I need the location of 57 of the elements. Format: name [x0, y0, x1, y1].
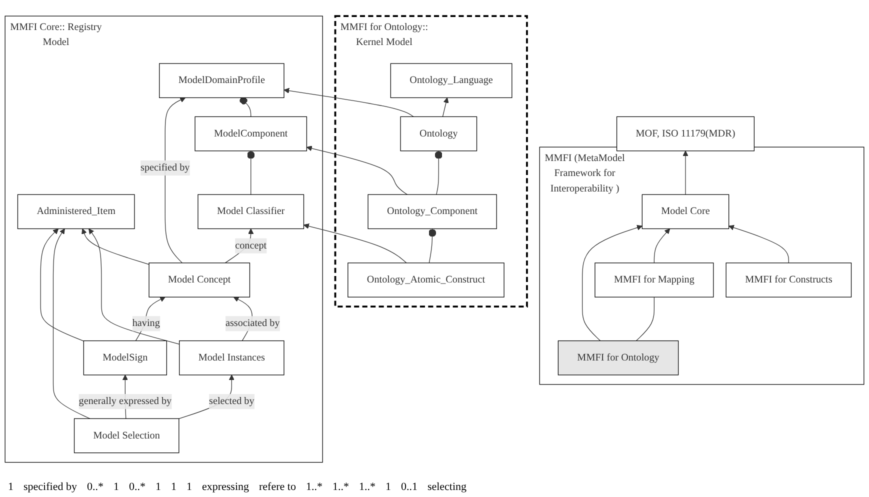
multiplicity-label: 1..* — [332, 481, 349, 493]
connector — [428, 228, 436, 264]
edge-label: selected by — [209, 396, 254, 407]
arrow — [682, 150, 688, 196]
node-box: Model Concept — [148, 262, 250, 298]
multiplicity-label: 0..1 — [400, 481, 418, 493]
node-box: Ontology_Language — [390, 64, 512, 98]
multiplicity-label: 1 — [8, 481, 14, 493]
node-box: MMFI for Ontology — [558, 340, 679, 376]
node-box: ModelDomainProfile — [159, 64, 284, 98]
arrow — [82, 228, 150, 266]
edge-label: specified by — [140, 162, 190, 174]
node-box: Ontology — [400, 116, 478, 152]
arrow — [284, 88, 414, 118]
node-box: Model Instances — [179, 340, 284, 376]
arrow — [654, 228, 670, 264]
node-box: Ontology_Atomic_Construct — [348, 262, 504, 298]
node-box: Ontology_Component — [368, 194, 497, 230]
multiplicity-label: 1 — [186, 481, 192, 493]
arrow — [304, 224, 407, 264]
multiplicity-label: 0..* — [86, 481, 104, 493]
multiplicity-label: 1..* — [358, 481, 376, 493]
edge-label: having — [132, 318, 160, 330]
multiplicity-label: 0..* — [128, 481, 146, 493]
edge-label: concept — [235, 240, 267, 252]
multiplicity-label: specified by — [24, 481, 77, 493]
multiplicity-label: 1 — [385, 481, 391, 493]
arrow — [582, 225, 642, 342]
node-box: ModelComponent — [194, 116, 308, 152]
multiplicity-label: 1 — [155, 481, 161, 493]
arrow — [164, 98, 186, 264]
arrow — [40, 228, 84, 342]
node-box: MOF, ISO 11179(MDR) — [616, 116, 755, 152]
node-box: MMFI for Constructs — [726, 262, 852, 298]
arrow — [88, 228, 180, 345]
node-box: MMFI for Mapping — [594, 262, 714, 298]
node-box: Administered_Item — [17, 194, 135, 230]
node-box: Model Selection — [74, 418, 180, 454]
node-box: ModelSign — [83, 340, 167, 376]
arrow — [728, 225, 789, 264]
node-box: Model Classifier — [198, 194, 304, 230]
multiplicity-label: selecting — [427, 481, 467, 493]
connector — [240, 97, 252, 118]
connector — [636, 297, 655, 342]
arrow — [306, 146, 408, 196]
multiplicity-label: 1..* — [306, 481, 322, 493]
edge-label: associated by — [225, 318, 280, 330]
connector — [434, 150, 442, 196]
edge-label: generally expressed by — [78, 396, 172, 407]
connector — [247, 150, 255, 196]
multiplicity-label: 1 — [170, 481, 176, 493]
arrow — [442, 98, 449, 118]
multiplicity-label: expressing — [202, 481, 249, 493]
node-box: Model Core — [642, 194, 730, 230]
arrow — [52, 228, 90, 420]
multiplicity-label: refere to — [259, 481, 296, 493]
multiplicity-label: 1 — [113, 481, 119, 493]
